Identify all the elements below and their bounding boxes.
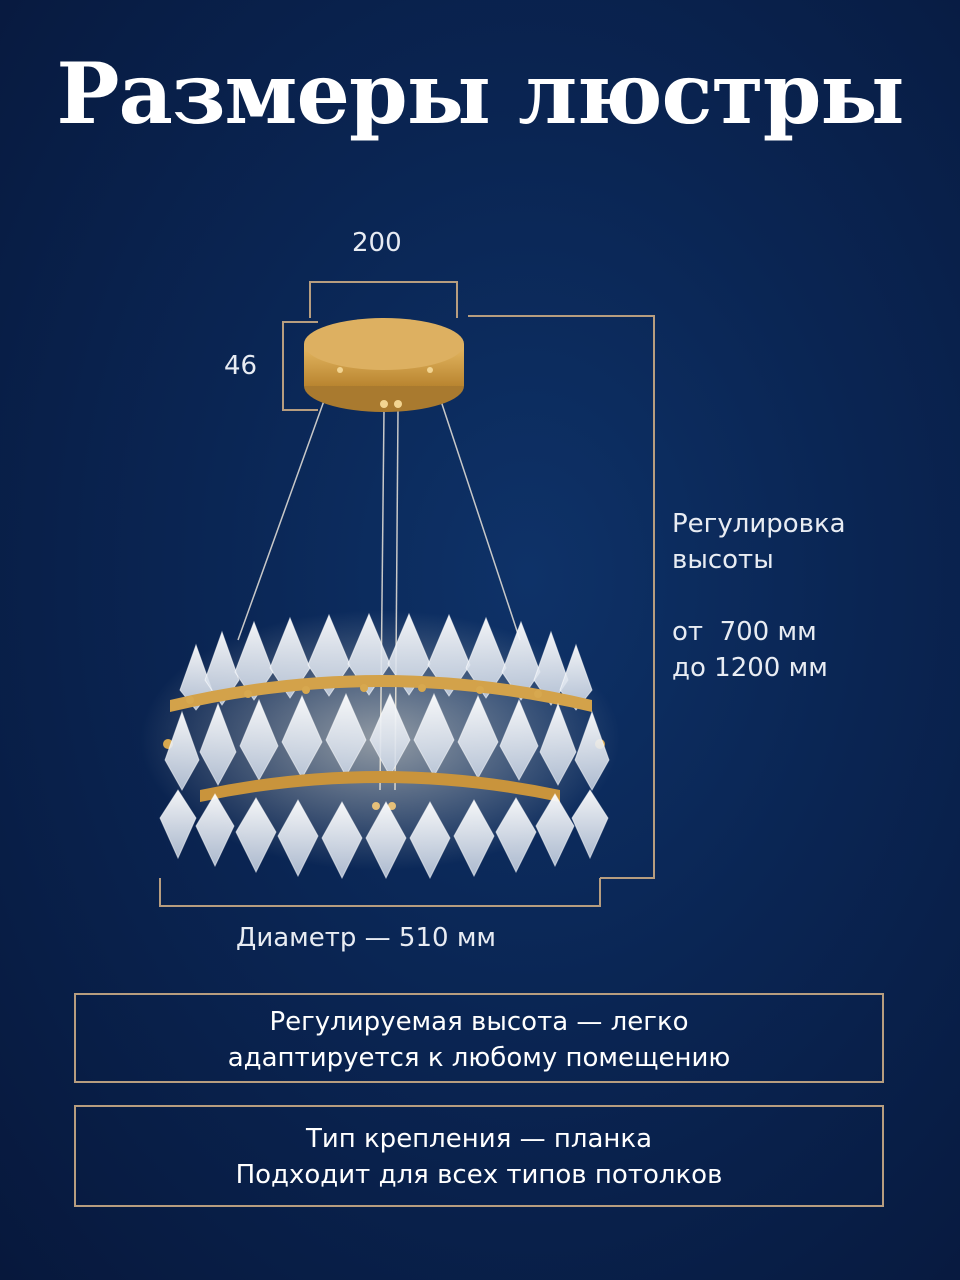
height-range-line bbox=[468, 315, 655, 879]
height-min-value: от 700 мм bbox=[672, 617, 817, 647]
height-adjust-heading-line2: высоты bbox=[672, 545, 774, 575]
diameter-line bbox=[159, 878, 601, 907]
info-box-line: Подходит для всех типов потолков bbox=[235, 1160, 723, 1190]
ceiling-canopy bbox=[304, 318, 464, 412]
height-max-value: до 1200 мм bbox=[672, 653, 828, 683]
info-box-line: Тип крепления — планка bbox=[305, 1124, 653, 1154]
info-box-line: адаптируется к любому помещению bbox=[227, 1043, 731, 1073]
upper-crystal-tier bbox=[179, 612, 593, 711]
height-adjust-block: Регулировка высоты от 700 мм до 1200 мм bbox=[672, 506, 846, 686]
info-box-mount-type: Тип крепления — планка Подходит для всех… bbox=[74, 1105, 884, 1207]
lower-gold-ring bbox=[200, 771, 560, 810]
canopy-height-label: 46 bbox=[224, 351, 258, 381]
canopy-height-line bbox=[282, 321, 318, 411]
info-box-line: Регулируемая высота — легко bbox=[269, 1007, 689, 1037]
info-box-adjustable-height: Регулируемая высота — легко адаптируется… bbox=[74, 993, 884, 1083]
middle-crystal-layer bbox=[164, 692, 610, 792]
diameter-label: Диаметр — 510 мм bbox=[236, 923, 497, 953]
canopy-width-label: 200 bbox=[352, 228, 402, 258]
height-adjust-heading-line1: Регулировка bbox=[672, 509, 846, 539]
lower-crystal-tier bbox=[159, 789, 609, 880]
canopy-width-line bbox=[309, 281, 458, 318]
page-title: Размеры люстры bbox=[56, 44, 904, 143]
dimension-lines bbox=[159, 281, 655, 907]
